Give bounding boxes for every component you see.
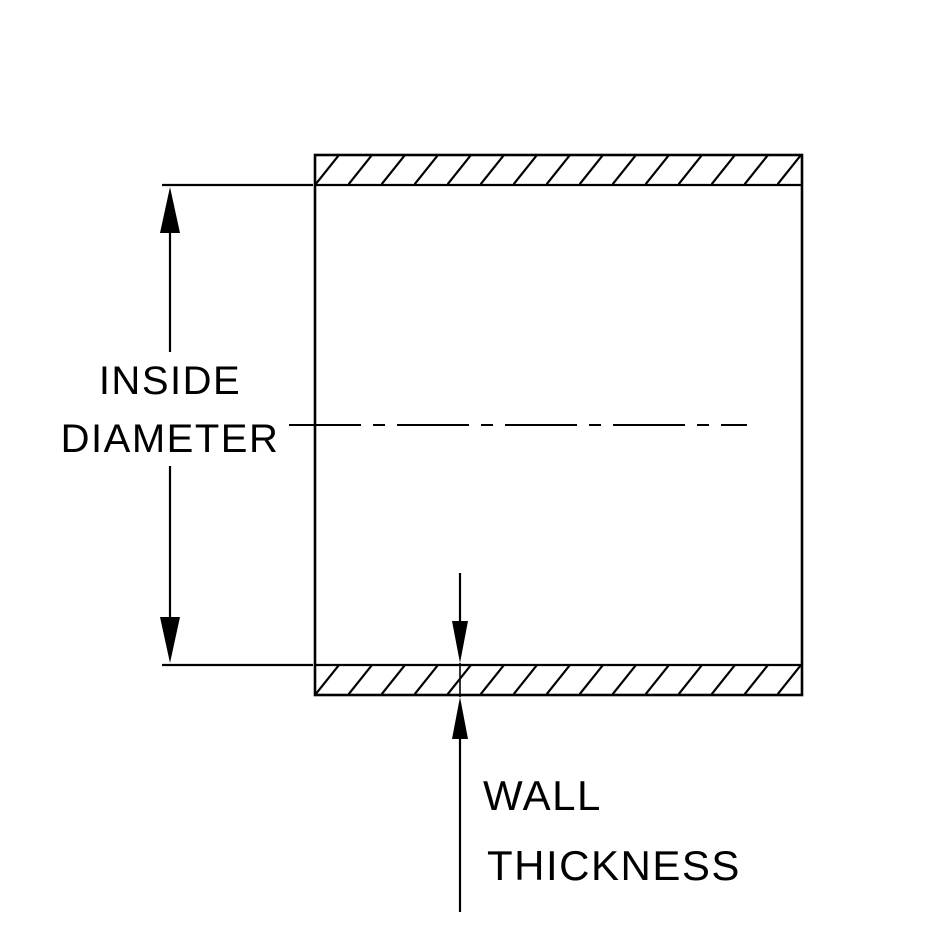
inside-diameter-label-line1: INSIDE bbox=[99, 359, 241, 403]
inside-diameter-label-line2: DIAMETER bbox=[61, 417, 280, 461]
wall-thickness-label-line1: WALL bbox=[483, 772, 602, 819]
bottom-wall-hatch bbox=[315, 665, 802, 695]
inside-diameter-arrow-down-icon bbox=[160, 617, 180, 663]
wall-thickness-label-line2: THICKNESS bbox=[487, 842, 741, 889]
top-wall-hatch bbox=[315, 155, 802, 185]
wall-thickness-arrow-down-icon bbox=[452, 621, 468, 663]
inside-diameter-arrow-up-icon bbox=[160, 187, 180, 233]
wall-thickness-arrow-up-icon bbox=[452, 697, 468, 739]
